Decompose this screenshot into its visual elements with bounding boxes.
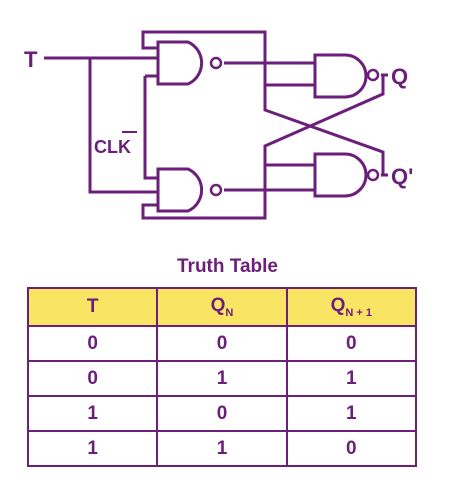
truth-table-header-row: T QN QN + 1 [26, 287, 418, 327]
table-cell: 0 [26, 325, 159, 362]
bottom-feedback-wire [141, 75, 385, 220]
table-cell: 1 [26, 430, 159, 467]
table-row: 0 1 1 [26, 360, 418, 397]
q-prime-output-label: Q' [391, 164, 413, 189]
header-qn-plus-1: QN + 1 [285, 287, 418, 327]
t-branch-wire [88, 58, 158, 194]
clk-wire [143, 74, 158, 180]
table-row: 0 0 0 [26, 325, 418, 362]
t-input-label: T [24, 47, 38, 72]
truth-table: T QN QN + 1 0 0 0 0 1 1 1 0 1 1 [26, 287, 418, 467]
table-row: 1 0 1 [26, 395, 418, 432]
nand-gate-1 [156, 40, 204, 86]
header-t: T [26, 287, 159, 327]
latch-nand-gate-bottom-bubble [366, 168, 380, 182]
top-feedback-wire [141, 30, 385, 175]
table-cell: 0 [285, 325, 418, 362]
clk-input-label: CLK [94, 137, 131, 157]
table-cell: 0 [285, 430, 418, 467]
truth-table-title: Truth Table [177, 256, 278, 277]
table-cell: 0 [156, 395, 288, 432]
nand-gate-1-bubble [209, 56, 223, 70]
header-qn: QN [156, 287, 288, 327]
nand-gate-2 [156, 167, 204, 213]
q-output-label: Q [391, 64, 408, 89]
table-cell: 0 [156, 325, 288, 362]
table-cell: 1 [156, 430, 288, 467]
table-cell: 1 [26, 395, 159, 432]
table-cell: 1 [156, 360, 288, 397]
latch-nand-gate-top-bubble [366, 68, 380, 82]
table-row: 1 1 0 [26, 430, 418, 467]
table-cell: 0 [26, 360, 159, 397]
t-flip-flop-circuit-diagram: T CLK Q Q' [24, 30, 413, 220]
table-cell: 1 [285, 395, 418, 432]
nand-gate-2-bubble [209, 183, 223, 197]
table-cell: 1 [285, 360, 418, 397]
latch-nand-gate-top [313, 53, 368, 99]
latch-nand-gate-bottom [313, 152, 368, 198]
